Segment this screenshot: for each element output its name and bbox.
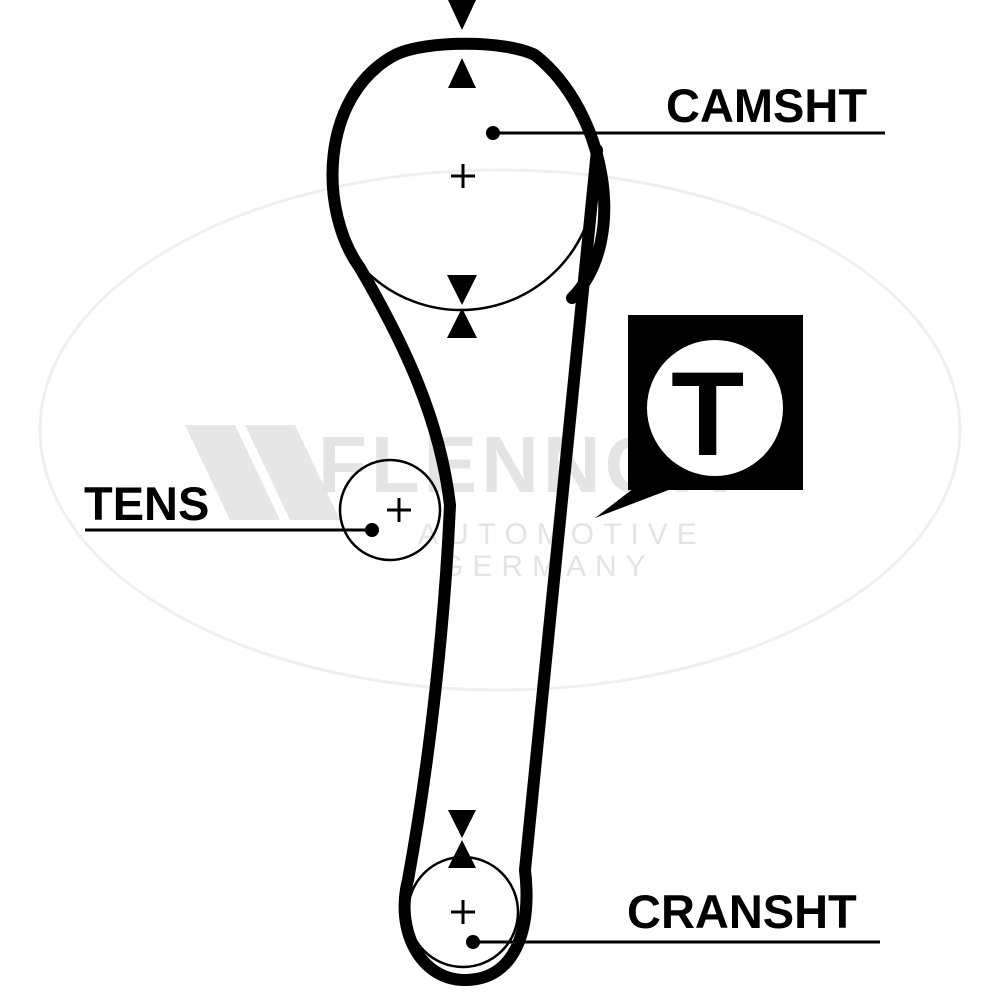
crankshaft-label: CRANSHT (627, 885, 857, 938)
t-badge-letter: T (671, 347, 745, 481)
tensioner-pulley (338, 458, 442, 562)
t-badge-icon (595, 315, 803, 518)
camshaft-pulley-outline (362, 227, 587, 312)
camshaft-label: CAMSHT (666, 79, 868, 132)
watermark-tagline-2: GERMANY (440, 550, 655, 583)
crankshaft-center-icon (451, 900, 475, 924)
tensioner-label: TENS (84, 477, 210, 530)
timing-belt (326, 37, 611, 986)
crankshaft-leader-line (466, 935, 880, 949)
timing-mark-crankshaft-icon (448, 810, 476, 868)
camshaft-leader-line (486, 126, 885, 140)
timing-mark-camshaft-icon (447, 275, 477, 338)
tensioner-leader-line (85, 523, 379, 537)
tensioner-center-icon (387, 498, 411, 522)
camshaft-center-icon (451, 164, 475, 188)
timing-mark-top-icon (448, 0, 476, 88)
